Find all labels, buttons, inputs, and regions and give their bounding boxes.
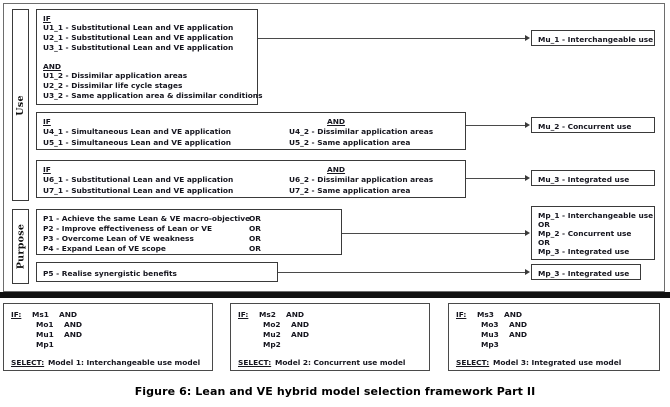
model-3-select-label: SELECT: [456, 358, 490, 367]
section-divider-bar [0, 292, 670, 298]
use-group3-result-text: Mu_3 - Integrated use [538, 175, 630, 184]
use-group2-result-box: Mu_2 - Concurrent use [531, 117, 655, 133]
model-2-cond-1-op: AND [286, 310, 305, 319]
use-group1-condition-box: IF U1_1 - Substitutional Lean and VE app… [36, 9, 262, 105]
model-2-cond-3-code: Mu2 [263, 330, 281, 339]
purpose-row-2-op: OR [249, 224, 261, 233]
model-1-if-label: IF: [11, 310, 22, 319]
purpose-group2-arrow-head [525, 269, 530, 275]
model-3-cond-2-op: AND [509, 320, 528, 329]
model-1-cond-2-code: Mo1 [36, 320, 54, 329]
model-3-select-value: Model 3: Integrated use model [493, 358, 622, 367]
model-2-cond-2-op: AND [291, 320, 310, 329]
purpose-group1-result-row-1: Mp_1 - Interchangeable use [538, 211, 654, 220]
model-1-select-value: Model 1: Interchangeable use model [48, 358, 201, 367]
use-group2-if-row-2: U5_1 - Simultaneous Lean and VE applicat… [43, 138, 232, 147]
purpose-row-3-op: OR [249, 234, 261, 243]
use-group3-and-row-1: U6_2 - Dissimilar application areas [289, 175, 434, 184]
purpose-row-5-text: P5 - Realise synergistic benefits [43, 269, 177, 278]
use-group2-and-header: AND [327, 117, 346, 126]
use-group2-result-text: Mu_2 - Concurrent use [538, 122, 632, 131]
use-group1-if-row-3: U3_1 - Substitutional Lean and VE applic… [43, 43, 234, 52]
use-group3-and-row-2: U7_2 - Same application area [289, 186, 411, 195]
purpose-row-3-text: P3 - Overcome Lean of VE weakness [43, 234, 194, 243]
use-group1-connector-line [258, 38, 526, 39]
section-label-use-text: Use [15, 94, 27, 116]
model-1-box: IF: Ms1 AND Mo1 AND Mu1 AND Mp1 SELECT: … [3, 303, 213, 371]
model-2-select-value: Model 2: Concurrent use model [275, 358, 406, 367]
purpose-group2-condition-box: P5 - Realise synergistic benefits [36, 262, 278, 282]
model-1-select-label: SELECT: [11, 358, 45, 367]
use-group3-connector-line [466, 178, 526, 179]
purpose-group1-result-row-2: OR [538, 220, 550, 229]
model-3-cond-3-op: AND [509, 330, 528, 339]
use-group2-if-row-1: U4_1 - Simultaneous Lean and VE applicat… [43, 127, 232, 136]
use-group2-and-row-2: U5_2 - Same application area [289, 138, 411, 147]
purpose-row-1-text: P1 - Achieve the same Lean & VE macro-ob… [43, 214, 251, 223]
purpose-group1-result-row-5: Mp_3 - Integrated use [538, 247, 630, 256]
use-group3-if-row-2: U7_1 - Substitutional Lean and VE applic… [43, 186, 234, 195]
model-1-cond-1-op: AND [59, 310, 78, 319]
purpose-group1-result-row-3: Mp_2 - Concurrent use [538, 229, 632, 238]
use-group3-result-box: Mu_3 - Integrated use [531, 170, 655, 186]
purpose-group2-connector-line [278, 272, 526, 273]
purpose-row-2-text: P2 - Improve effectiveness of Lean or VE [43, 224, 213, 233]
model-3-cond-2-code: Mo3 [481, 320, 499, 329]
model-3-if-label: IF: [456, 310, 467, 319]
use-group1-and-row-3: U3_2 - Same application area & dissimila… [43, 91, 263, 100]
use-group1-arrow-head [525, 35, 530, 41]
use-group3-condition-box: IF U6_1 - Substitutional Lean and VE app… [36, 160, 466, 198]
use-group1-result-text: Mu_1 - Interchangeable use [538, 35, 654, 44]
model-1-cond-3-op: AND [64, 330, 83, 339]
use-group1-and-row-2: U2_2 - Dissimilar life cycle stages [43, 81, 183, 90]
model-1-cond-4-code: Mp1 [36, 340, 54, 349]
model-2-cond-2-code: Mo2 [263, 320, 281, 329]
use-group1-and-row-1: U1_2 - Dissimilar application areas [43, 71, 188, 80]
use-group1-result-box: Mu_1 - Interchangeable use [531, 30, 655, 46]
model-2-select-label: SELECT: [238, 358, 272, 367]
model-3-cond-4-code: Mp3 [481, 340, 499, 349]
use-group2-connector-line [466, 125, 526, 126]
use-group2-if-header: IF [43, 117, 51, 126]
use-group1-if-row-2: U2_1 - Substitutional Lean and VE applic… [43, 33, 234, 42]
model-3-cond-1-op: AND [504, 310, 523, 319]
model-1-cond-1-code: Ms1 [32, 310, 49, 319]
purpose-group2-result-box: Mp_3 - Integrated use [531, 264, 641, 280]
section-label-use: Use [12, 9, 29, 201]
section-label-purpose-text: Purpose [15, 223, 26, 270]
use-group3-if-header: IF [43, 165, 51, 174]
model-2-cond-1-code: Ms2 [259, 310, 276, 319]
figure-caption: Figure 6: Lean and VE hybrid model selec… [134, 385, 536, 398]
model-2-cond-4-code: Mp2 [263, 340, 281, 349]
purpose-group2-result-text: Mp_3 - Integrated use [538, 269, 630, 278]
purpose-group1-result-row-4: OR [538, 238, 550, 247]
model-2-box: IF: Ms2 AND Mo2 AND Mu2 AND Mp2 SELECT: … [230, 303, 430, 371]
use-group2-condition-box: IF U4_1 - Simultaneous Lean and VE appli… [36, 112, 466, 150]
use-group2-and-row-1: U4_2 - Dissimilar application areas [289, 127, 434, 136]
model-1-cond-3-code: Mu1 [36, 330, 54, 339]
model-2-cond-3-op: AND [291, 330, 310, 339]
use-group3-and-header: AND [327, 165, 346, 174]
purpose-row-4-text: P4 - Expand Lean of VE scope [43, 244, 166, 253]
purpose-row-1-op: OR [249, 214, 261, 223]
purpose-group1-condition-box: P1 - Achieve the same Lean & VE macro-ob… [36, 209, 342, 255]
model-1-cond-2-op: AND [64, 320, 83, 329]
use-group1-and-header: AND [43, 62, 62, 71]
use-group1-if-header: IF [43, 14, 51, 23]
use-group2-arrow-head [525, 122, 530, 128]
use-group3-if-row-1: U6_1 - Substitutional Lean and VE applic… [43, 175, 234, 184]
model-3-box: IF: Ms3 AND Mo3 AND Mu3 AND Mp3 SELECT: … [448, 303, 660, 371]
section-label-purpose: Purpose [12, 209, 29, 284]
use-group3-arrow-head [525, 175, 530, 181]
model-2-if-label: IF: [238, 310, 249, 319]
purpose-group1-connector-line [342, 233, 526, 234]
model-3-cond-3-code: Mu3 [481, 330, 499, 339]
purpose-row-4-op: OR [249, 244, 261, 253]
purpose-group1-arrow-head [525, 230, 530, 236]
purpose-group1-result-box: Mp_1 - Interchangeable use OR Mp_2 - Con… [531, 206, 655, 260]
use-group1-if-row-1: U1_1 - Substitutional Lean and VE applic… [43, 23, 234, 32]
model-3-cond-1-code: Ms3 [477, 310, 494, 319]
